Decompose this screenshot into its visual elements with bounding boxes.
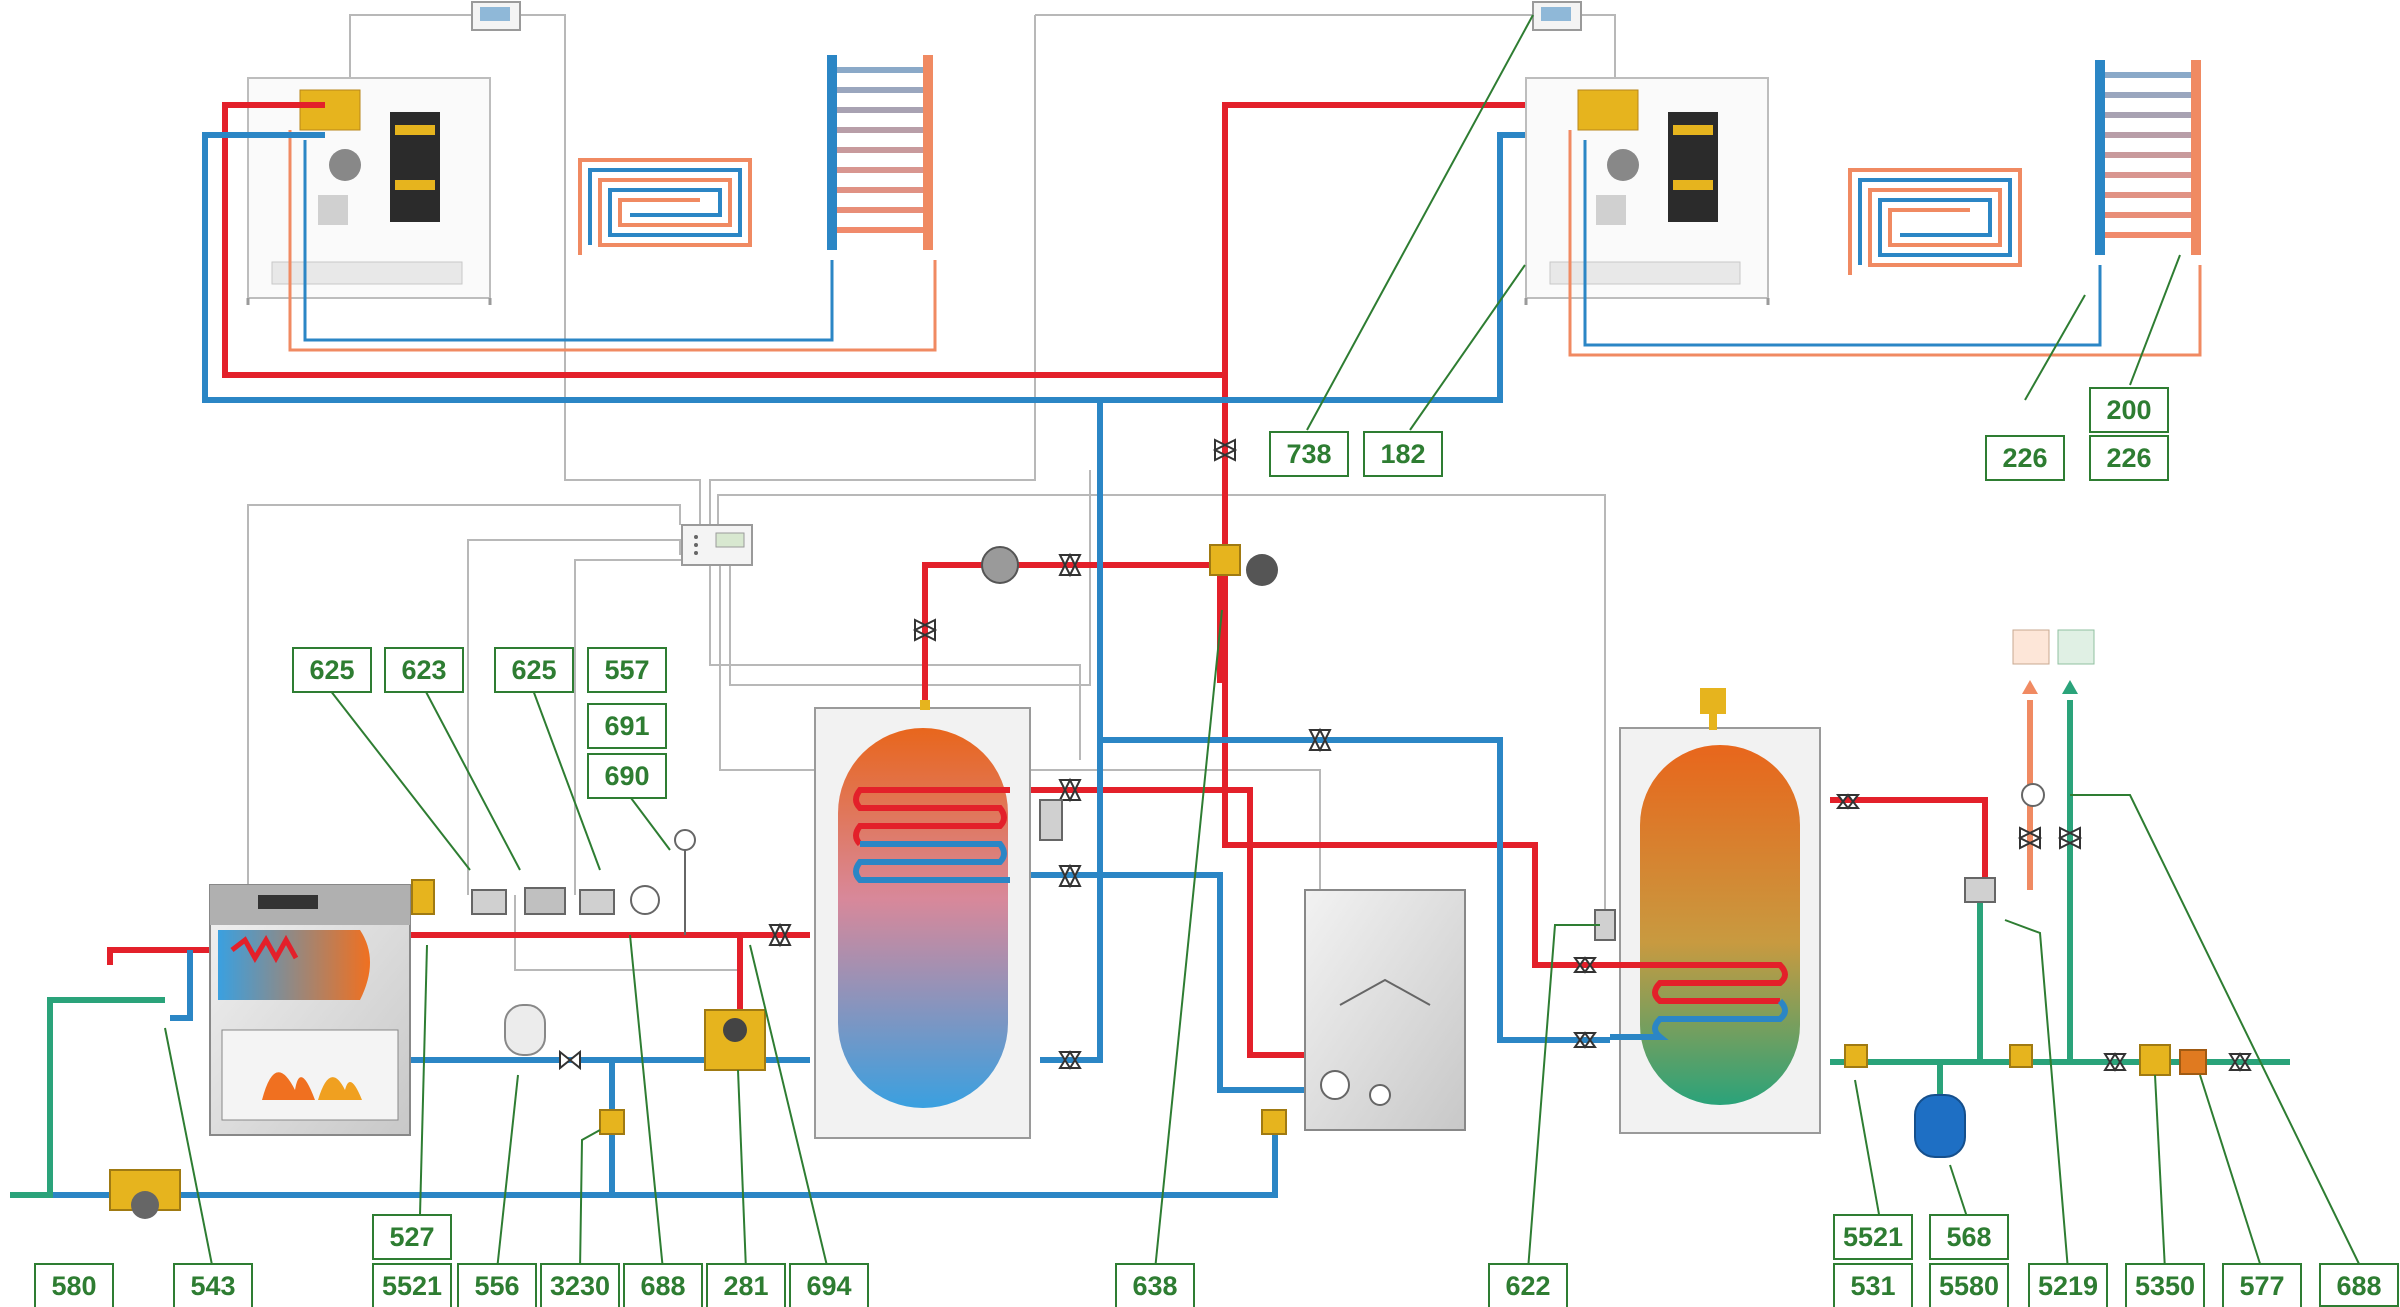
label-5521-left: 5521 bbox=[372, 1263, 452, 1307]
towel-radiator-left bbox=[827, 55, 933, 250]
label-3230-text: 3230 bbox=[550, 1271, 610, 1301]
label-738-text: 738 bbox=[1286, 439, 1331, 469]
label-557-text: 557 bbox=[604, 655, 649, 685]
underfloor-loop-right bbox=[1848, 168, 2022, 275]
label-5219: 5219 bbox=[2028, 1263, 2108, 1307]
sensors-on-hot-line bbox=[471, 783, 2045, 935]
label-691: 691 bbox=[587, 703, 667, 749]
wood-boiler bbox=[209, 884, 411, 1136]
label-625-b: 625 bbox=[494, 647, 574, 693]
pumps bbox=[109, 544, 2207, 1219]
label-577: 577 bbox=[2222, 1263, 2302, 1307]
manifold-cabinet-left bbox=[246, 77, 492, 305]
label-556: 556 bbox=[457, 1263, 537, 1307]
label-556-text: 556 bbox=[474, 1271, 519, 1301]
label-5521-right: 5521 bbox=[1833, 1214, 1913, 1260]
label-622: 622 bbox=[1488, 1263, 1568, 1307]
label-622-text: 622 bbox=[1505, 1271, 1550, 1301]
label-625-a: 625 bbox=[292, 647, 372, 693]
leader-lines bbox=[164, 14, 2363, 1271]
label-200: 200 bbox=[2089, 387, 2169, 433]
label-182-text: 182 bbox=[1380, 439, 1425, 469]
label-688-right-text: 688 bbox=[2336, 1271, 2381, 1301]
label-226-left-text: 226 bbox=[2002, 443, 2047, 473]
label-5219-text: 5219 bbox=[2038, 1271, 2098, 1301]
label-3230: 3230 bbox=[540, 1263, 620, 1307]
label-200-text: 200 bbox=[2106, 395, 2151, 425]
label-691-text: 691 bbox=[604, 711, 649, 741]
room-controller-left bbox=[471, 1, 521, 31]
label-531-text: 531 bbox=[1850, 1271, 1895, 1301]
label-638-text: 638 bbox=[1132, 1271, 1177, 1301]
label-623-text: 623 bbox=[401, 655, 446, 685]
label-531: 531 bbox=[1833, 1263, 1913, 1307]
label-694: 694 bbox=[789, 1263, 869, 1307]
buffer-tank bbox=[814, 700, 1031, 1139]
label-694-text: 694 bbox=[806, 1271, 851, 1301]
label-5580-text: 5580 bbox=[1939, 1271, 1999, 1301]
label-568: 568 bbox=[1929, 1214, 2009, 1260]
label-527-text: 527 bbox=[389, 1222, 434, 1252]
towel-radiator-right bbox=[2095, 60, 2201, 255]
label-577-text: 577 bbox=[2239, 1271, 2284, 1301]
label-625-b-text: 625 bbox=[511, 655, 556, 685]
label-5521-right-text: 5521 bbox=[1843, 1222, 1903, 1252]
label-281: 281 bbox=[706, 1263, 786, 1307]
label-688-left: 688 bbox=[623, 1263, 703, 1307]
label-5350: 5350 bbox=[2125, 1263, 2205, 1307]
label-580-text: 580 bbox=[51, 1271, 96, 1301]
label-226-right-text: 226 bbox=[2106, 443, 2151, 473]
upper-secondary-pipes bbox=[288, 130, 2202, 357]
label-5521-left-text: 5521 bbox=[382, 1271, 442, 1301]
label-557: 557 bbox=[587, 647, 667, 693]
label-5580: 5580 bbox=[1929, 1263, 2009, 1307]
label-226-right: 226 bbox=[2089, 435, 2169, 481]
underfloor-loop-left bbox=[578, 158, 752, 255]
label-527: 527 bbox=[372, 1214, 452, 1260]
dhw-tank bbox=[1610, 688, 1821, 1134]
room-controller-right bbox=[1532, 1, 1582, 31]
taps bbox=[2012, 629, 2095, 694]
label-182: 182 bbox=[1363, 431, 1443, 477]
expansion-vessels bbox=[504, 1004, 1966, 1158]
label-580: 580 bbox=[34, 1263, 114, 1307]
label-688-left-text: 688 bbox=[640, 1271, 685, 1301]
label-543: 543 bbox=[173, 1263, 253, 1307]
label-5350-text: 5350 bbox=[2135, 1271, 2195, 1301]
label-623: 623 bbox=[384, 647, 464, 693]
label-690-text: 690 bbox=[604, 761, 649, 791]
central-controller bbox=[681, 524, 753, 566]
label-625-a-text: 625 bbox=[309, 655, 354, 685]
label-738: 738 bbox=[1269, 431, 1349, 477]
valves bbox=[559, 438, 2252, 1072]
manifold-cabinet-right bbox=[1524, 77, 1770, 305]
label-281-text: 281 bbox=[723, 1271, 768, 1301]
part-labels: 738 182 200 226 226 625 623 625 557 691 … bbox=[34, 387, 2399, 1307]
label-543-text: 543 bbox=[190, 1271, 235, 1301]
label-226-left: 226 bbox=[1985, 435, 2065, 481]
label-690: 690 bbox=[587, 753, 667, 799]
label-638: 638 bbox=[1115, 1263, 1195, 1307]
fresh-water-module bbox=[1304, 889, 1466, 1131]
label-568-text: 568 bbox=[1946, 1222, 1991, 1252]
label-688-right: 688 bbox=[2319, 1263, 2399, 1307]
